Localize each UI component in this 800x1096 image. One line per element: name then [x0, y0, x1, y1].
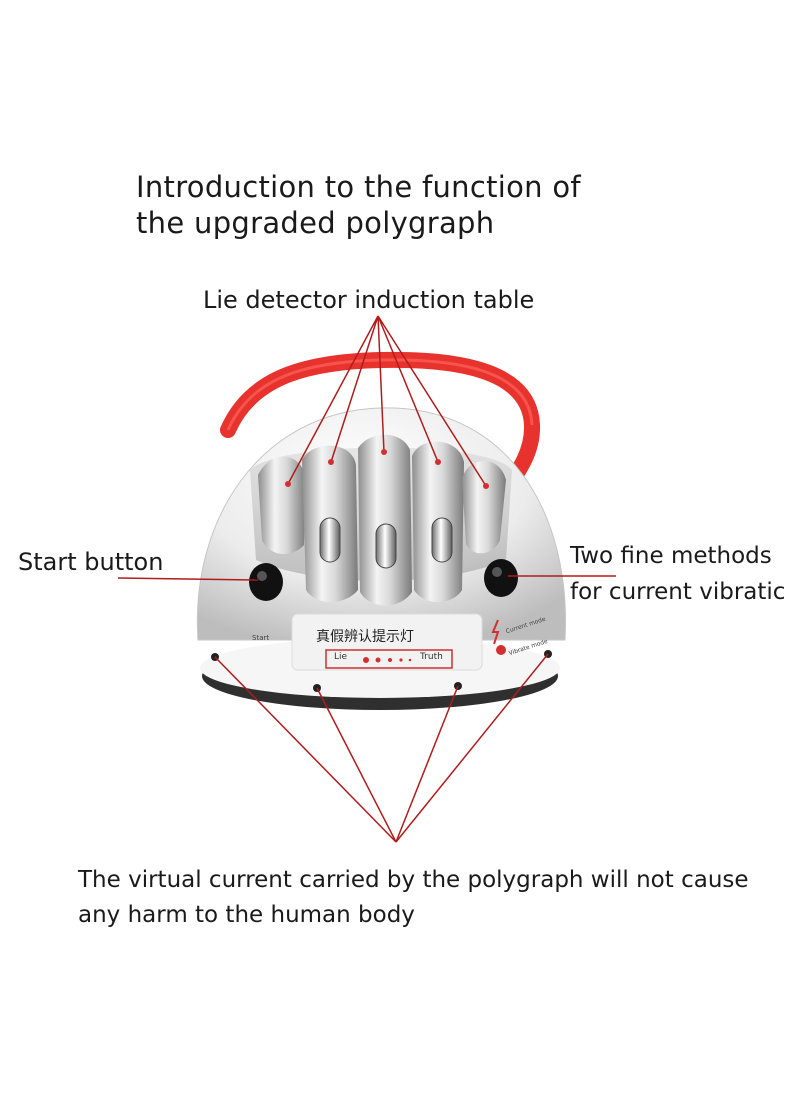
page-title-line-1: Introduction to the function of	[136, 170, 581, 204]
page-title-line-2: the upgraded polygraph	[136, 206, 495, 240]
finger-electrodes	[319, 517, 453, 569]
pointer-lines-bottom	[214, 653, 549, 843]
indicator-panel	[291, 613, 506, 671]
pointer-dots-top	[285, 449, 489, 489]
mode-button-graphic	[484, 559, 518, 597]
methods-label-line-2: for current vibratic	[570, 579, 786, 605]
panel-lie-label: Lie	[334, 652, 348, 662]
panel-start-label: Start	[252, 634, 270, 642]
panel-truth-label: Truth	[420, 652, 443, 662]
start-button-graphic	[249, 563, 283, 601]
panel-chinese-text: 真假辨认提示灯	[316, 629, 414, 645]
start-button-label: Start button	[18, 548, 164, 576]
finger-slots	[258, 434, 506, 606]
methods-label-line-1: Two fine methods	[570, 543, 772, 569]
induction-table-label: Lie detector induction table	[203, 286, 535, 314]
footer-line-1: The virtual current carried by the polyg…	[78, 867, 749, 893]
pointer-line-start	[117, 577, 259, 581]
footer-line-2: any harm to the human body	[78, 902, 415, 928]
pointer-lines-top	[287, 315, 487, 487]
